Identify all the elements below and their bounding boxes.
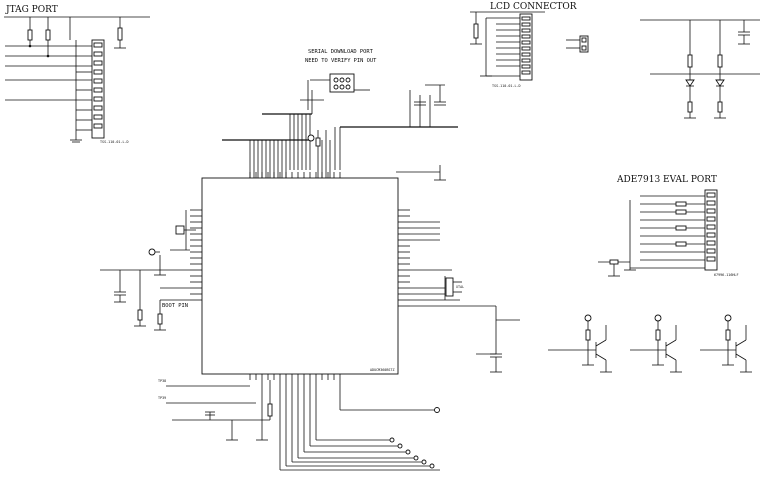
boot-pin-label: BOOT PIN	[162, 303, 188, 309]
xtal-icon	[445, 277, 454, 297]
test-point-icon	[429, 463, 435, 469]
xtal-label: XTAL	[456, 285, 464, 289]
test-point-icon	[307, 134, 315, 142]
ade7913-eval-port-block: 67996-116HLF	[598, 189, 739, 277]
test-point-icon	[389, 437, 395, 443]
test-point-icon	[654, 314, 662, 322]
jtag-header-pins	[93, 42, 103, 129]
decoupling-cap	[476, 306, 520, 373]
transistor-stage-3	[700, 314, 752, 373]
test-point-icon	[434, 407, 440, 413]
mcu-top-pins	[249, 172, 341, 178]
jtag-port-block: TSS-110-01-L-D	[4, 16, 150, 144]
mcu-part-label: ADUCM360BSTZ	[370, 368, 395, 372]
serial-download-title: SERIAL DOWNLOAD PORT	[308, 49, 374, 55]
test-point-icon	[413, 455, 419, 461]
crystal-oscillator: XTAL	[444, 276, 464, 300]
mcu-ic: ADUCM360BSTZ	[190, 172, 410, 380]
transistor-stage-2	[630, 314, 682, 373]
power-led-section	[640, 19, 760, 119]
test-point-icon	[584, 314, 592, 322]
test-point-icon	[724, 314, 732, 322]
ade7913-eval-port-title: ADE7913 EVAL PORT	[616, 175, 717, 185]
mcu-right-nets	[396, 165, 496, 307]
mcu-left-nets: BOOT PIN	[100, 210, 196, 331]
serial-download-port	[307, 73, 370, 110]
test-point-icon	[421, 459, 427, 465]
lcd-connector-block: TSS-110-01-L-D	[470, 11, 545, 88]
mcu-body	[201, 177, 399, 375]
ade-header-pins	[706, 192, 716, 262]
small-connector	[566, 35, 589, 53]
transistor-stage-1	[548, 314, 612, 373]
jtag-port-title: JTAG PORT	[5, 5, 58, 15]
test-point-icon	[148, 248, 156, 256]
mcu-top-bus	[222, 84, 458, 178]
mcu-bottom-nets: TP38 TP39	[158, 379, 440, 471]
lcd-header-pins	[521, 16, 531, 75]
test-point-icon	[405, 449, 411, 455]
tp38-label: TP38	[158, 379, 166, 383]
lcd-header-part-label: TSS-110-01-L-D	[492, 84, 521, 88]
mcu-bottom-pins	[249, 374, 341, 380]
test-point-icon	[397, 443, 403, 449]
jtag-header-part-label: TSS-110-01-L-D	[100, 140, 129, 144]
mcu-right-pins	[398, 209, 410, 307]
mcu-left-pins	[190, 209, 202, 301]
tp39-label: TP39	[158, 396, 166, 400]
lcd-connector-title: LCD CONNECTOR	[490, 2, 577, 12]
ade-header-part-label: 67996-116HLF	[714, 273, 739, 277]
serial-download-note: NEED TO VERIFY PIN OUT	[305, 58, 377, 64]
